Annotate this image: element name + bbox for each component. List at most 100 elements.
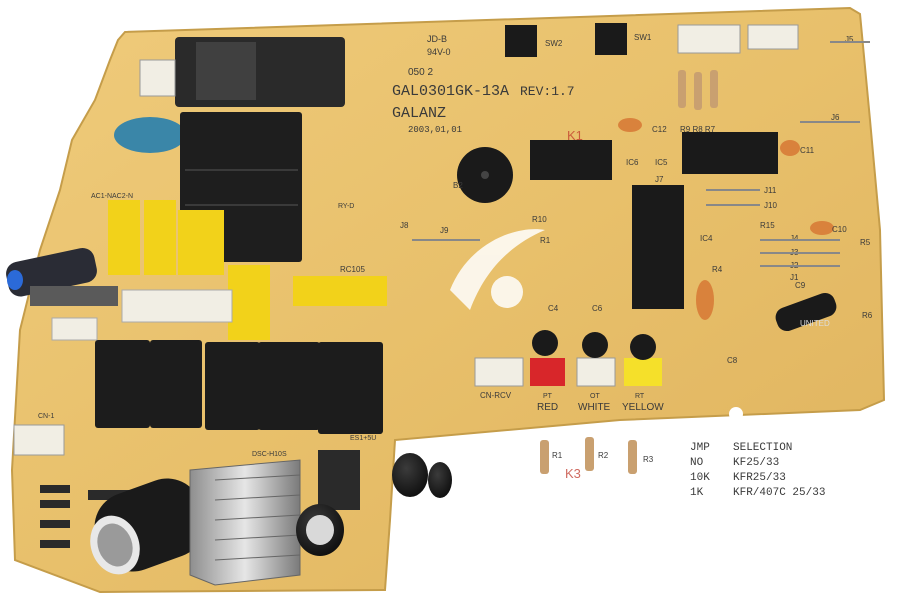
ref-c10: C10 bbox=[832, 225, 847, 234]
ref-r9r8r7: R9 R8 R7 bbox=[680, 125, 716, 134]
ref-j5: J5 bbox=[845, 35, 854, 44]
cn1-label: CN-1 bbox=[38, 413, 54, 420]
diodes bbox=[40, 485, 130, 548]
switch-sw2 bbox=[505, 25, 537, 57]
connector-white-small bbox=[139, 59, 176, 97]
ot-label: OT bbox=[590, 393, 600, 400]
yellow-label: YELLOW bbox=[622, 402, 664, 413]
ref-r3: R3 bbox=[643, 455, 654, 464]
ref-j9: J9 bbox=[440, 226, 449, 235]
connector-header-white bbox=[121, 289, 233, 323]
red-label: RED bbox=[537, 402, 558, 413]
ref-j11: J11 bbox=[764, 186, 777, 195]
ref-r1-top: R1 bbox=[540, 236, 551, 245]
connector-cn1 bbox=[13, 424, 65, 456]
cert-mark: JD-B bbox=[427, 34, 447, 44]
ref-r5: R5 bbox=[860, 238, 871, 247]
ref-j4: J4 bbox=[790, 234, 799, 243]
ref-ic5: IC5 bbox=[655, 158, 668, 167]
ic6-chip bbox=[530, 140, 612, 180]
white-label: WHITE bbox=[578, 402, 611, 413]
relay-3 bbox=[205, 342, 260, 430]
ref-sw2: SW2 bbox=[545, 39, 563, 48]
jumper-row-1-jmp: NO bbox=[690, 457, 704, 469]
ref-j6: J6 bbox=[831, 113, 840, 122]
ref-r2: R2 bbox=[598, 451, 609, 460]
electrolytic-capacitor-large bbox=[90, 478, 206, 575]
jumper-row-2-jmp: 10K bbox=[690, 472, 710, 484]
switch-sw1 bbox=[595, 23, 627, 55]
ref-r1: R1 bbox=[552, 451, 563, 460]
fuse-label: ES1+5U bbox=[350, 435, 376, 442]
watermark-logo bbox=[450, 229, 545, 310]
capacitor-yellow-3 bbox=[178, 210, 224, 275]
relay-2 bbox=[150, 340, 202, 428]
jumper-wires bbox=[412, 41, 870, 267]
connector-top-2 bbox=[747, 24, 799, 50]
relay-5 bbox=[318, 342, 383, 434]
ref-r4: R4 bbox=[712, 265, 723, 274]
ref-c4: C4 bbox=[548, 304, 559, 313]
ref-j7: J7 bbox=[655, 175, 664, 184]
ref-rc105: RC105 bbox=[340, 265, 365, 274]
ry-mark: RY-D bbox=[338, 203, 354, 210]
jumper-row-3-selection: KFR/407C 25/33 bbox=[733, 487, 825, 499]
capacitor-yellow-2 bbox=[144, 200, 176, 275]
pt-label: PT bbox=[543, 393, 553, 400]
capacitor-united bbox=[775, 292, 837, 332]
ref-ic6: IC6 bbox=[626, 158, 639, 167]
ref-r6: R6 bbox=[862, 311, 873, 320]
board-date: 2003,01,01 bbox=[408, 125, 462, 135]
ref-c8: C8 bbox=[727, 356, 738, 365]
mark-k1: K1 bbox=[567, 128, 583, 143]
ref-c9: C9 bbox=[795, 281, 806, 290]
rating-mark: 94V-0 bbox=[427, 47, 451, 57]
connector-cn-rcv bbox=[474, 357, 524, 387]
lot-mark: 050 2 bbox=[408, 67, 433, 78]
ref-sw1: SW1 bbox=[634, 33, 652, 42]
voltage-regulator bbox=[318, 450, 360, 510]
ref-r10: R10 bbox=[532, 215, 547, 224]
capacitor-bottom-2 bbox=[392, 453, 428, 497]
ac-mark: AC1-NAC2-N bbox=[91, 193, 133, 200]
ref-j8: J8 bbox=[400, 221, 409, 230]
jumper-header-jmp: JMP bbox=[690, 442, 710, 454]
capacitor-yellow-4 bbox=[228, 265, 270, 340]
ref-ic4: IC4 bbox=[700, 234, 713, 243]
heatsink bbox=[189, 459, 301, 586]
united-label: UNITED bbox=[800, 319, 830, 328]
connector-red bbox=[530, 358, 565, 386]
connector-top-1 bbox=[677, 24, 741, 54]
jumper-header-selection: SELECTION bbox=[733, 442, 792, 454]
jumper-row-2-selection: KFR25/33 bbox=[733, 472, 786, 484]
board-brand: GALANZ bbox=[392, 105, 446, 122]
ref-r15: R15 bbox=[760, 221, 775, 230]
resistors-top bbox=[678, 70, 718, 110]
jumper-row-3-jmp: 1K bbox=[690, 487, 704, 499]
board-revision: REV:1.7 bbox=[520, 84, 575, 99]
capacitor-yellow-5 bbox=[293, 276, 387, 306]
ref-c6: C6 bbox=[592, 304, 603, 313]
ref-b2: B2 bbox=[453, 181, 463, 190]
rt-label: RT bbox=[635, 393, 645, 400]
dsc-label: DSC-H10S bbox=[252, 451, 287, 458]
connector-white bbox=[576, 357, 616, 387]
mark-k3: K3 bbox=[565, 466, 581, 481]
choke-dark bbox=[6, 247, 97, 297]
ref-j1: J1 bbox=[790, 273, 799, 282]
relay-4 bbox=[258, 342, 320, 430]
varistor-blue bbox=[114, 117, 186, 153]
jumper-table: JMP SELECTION NO KF25/33 10K KFR25/33 1K… bbox=[690, 442, 825, 499]
board-model: GAL0301GK-13A bbox=[392, 83, 509, 100]
connector-yellow bbox=[624, 358, 662, 386]
ic4-chip bbox=[632, 185, 684, 309]
ref-c12: C12 bbox=[652, 125, 667, 134]
relay-1 bbox=[95, 340, 150, 428]
ref-c11: C11 bbox=[800, 146, 815, 155]
ref-j10: J10 bbox=[764, 201, 777, 210]
cn-rcv-label: CN-RCV bbox=[480, 391, 512, 400]
capacitor-bottom-3 bbox=[428, 462, 452, 498]
capacitor-yellow-1 bbox=[108, 200, 140, 275]
jumper-row-1-selection: KF25/33 bbox=[733, 457, 779, 469]
